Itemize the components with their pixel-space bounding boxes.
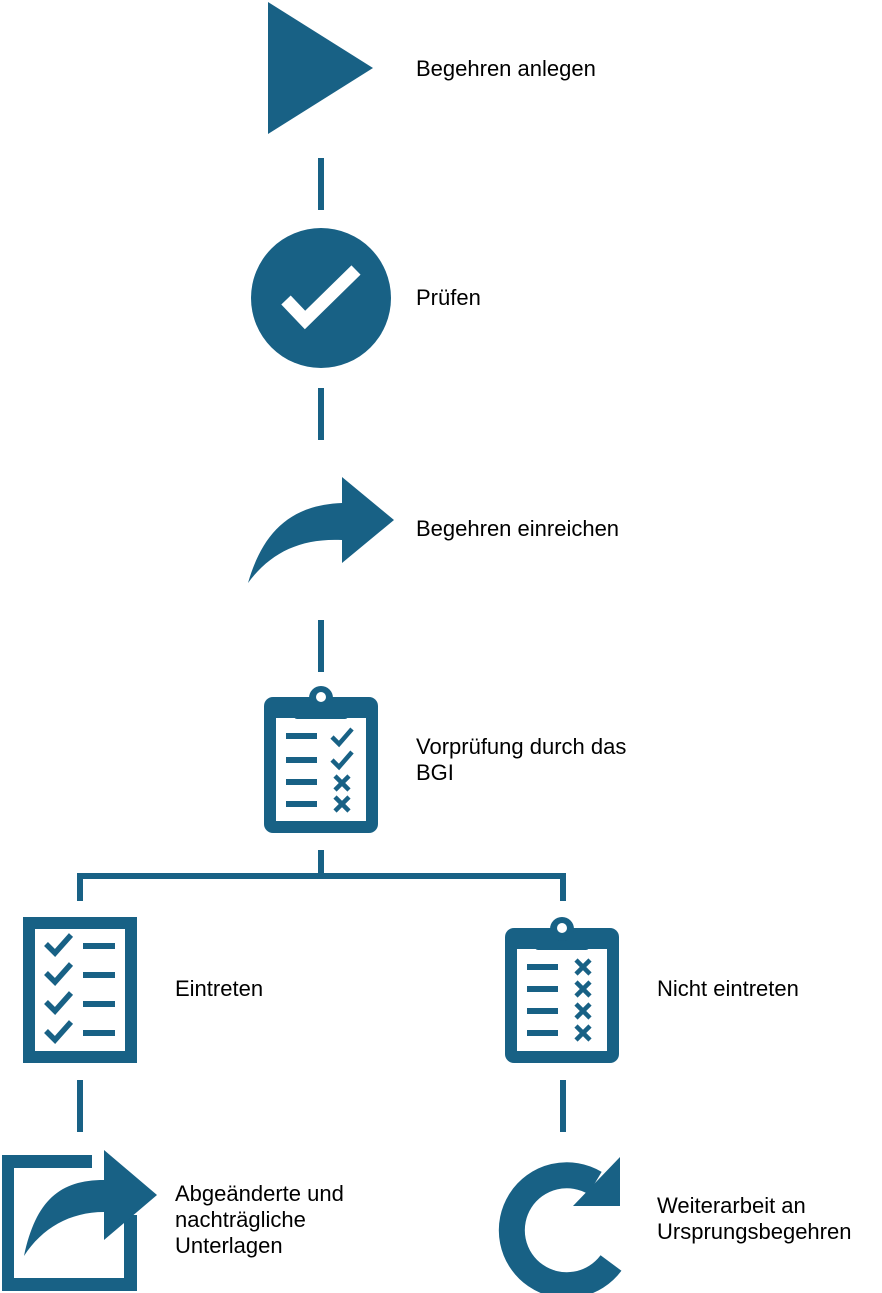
step-label-create: Begehren anlegen xyxy=(416,56,596,81)
connectors xyxy=(77,158,566,1132)
clipboard-checklist-icon xyxy=(264,686,378,833)
connector-accept-revised xyxy=(77,1080,83,1132)
share-arrow-icon xyxy=(248,477,394,583)
step-label-continue-line-2: Ursprungsbegehren xyxy=(657,1219,852,1244)
connector-branch-right xyxy=(560,873,566,901)
step-label-continue-line-1: Weiterarbeit an xyxy=(657,1193,806,1218)
step-label-revised-line-3: Unterlagen xyxy=(175,1233,283,1258)
connector-branch-horizontal xyxy=(77,873,566,879)
connector-branch-left xyxy=(77,873,83,901)
play-triangle-icon xyxy=(268,2,373,134)
step-label-revised: Abgeänderte und nachträgliche Unterlagen xyxy=(175,1181,344,1259)
step-label-precheck: Vorprüfung durch das BGI xyxy=(416,734,626,786)
step-label-precheck-line-2: BGI xyxy=(416,760,454,785)
check-circle-icon xyxy=(251,228,391,368)
connector-submit-precheck xyxy=(318,620,324,672)
step-label-submit: Begehren einreichen xyxy=(416,516,620,541)
step-label-check: Prüfen xyxy=(416,285,481,310)
step-label-precheck-line-1: Vorprüfung durch das xyxy=(416,734,627,759)
connector-reject-continue xyxy=(560,1080,566,1132)
redo-arrow-icon xyxy=(498,1157,622,1293)
clipboard-x-icon xyxy=(505,917,619,1063)
connector-check-submit xyxy=(318,388,324,440)
step-label-revised-line-2: nachträgliche xyxy=(175,1207,306,1232)
connector-create-check xyxy=(318,158,324,210)
connector-precheck-branch xyxy=(318,850,324,876)
step-label-reject: Nicht eintreten xyxy=(657,976,799,1001)
step-label-revised-line-1: Abgeänderte und xyxy=(175,1181,344,1206)
export-arrow-icon xyxy=(2,1150,157,1291)
step-label-accept: Eintreten xyxy=(175,976,264,1001)
step-label-continue: Weiterarbeit an Ursprungsbegehren xyxy=(657,1193,851,1245)
checklist-icon xyxy=(23,917,137,1063)
